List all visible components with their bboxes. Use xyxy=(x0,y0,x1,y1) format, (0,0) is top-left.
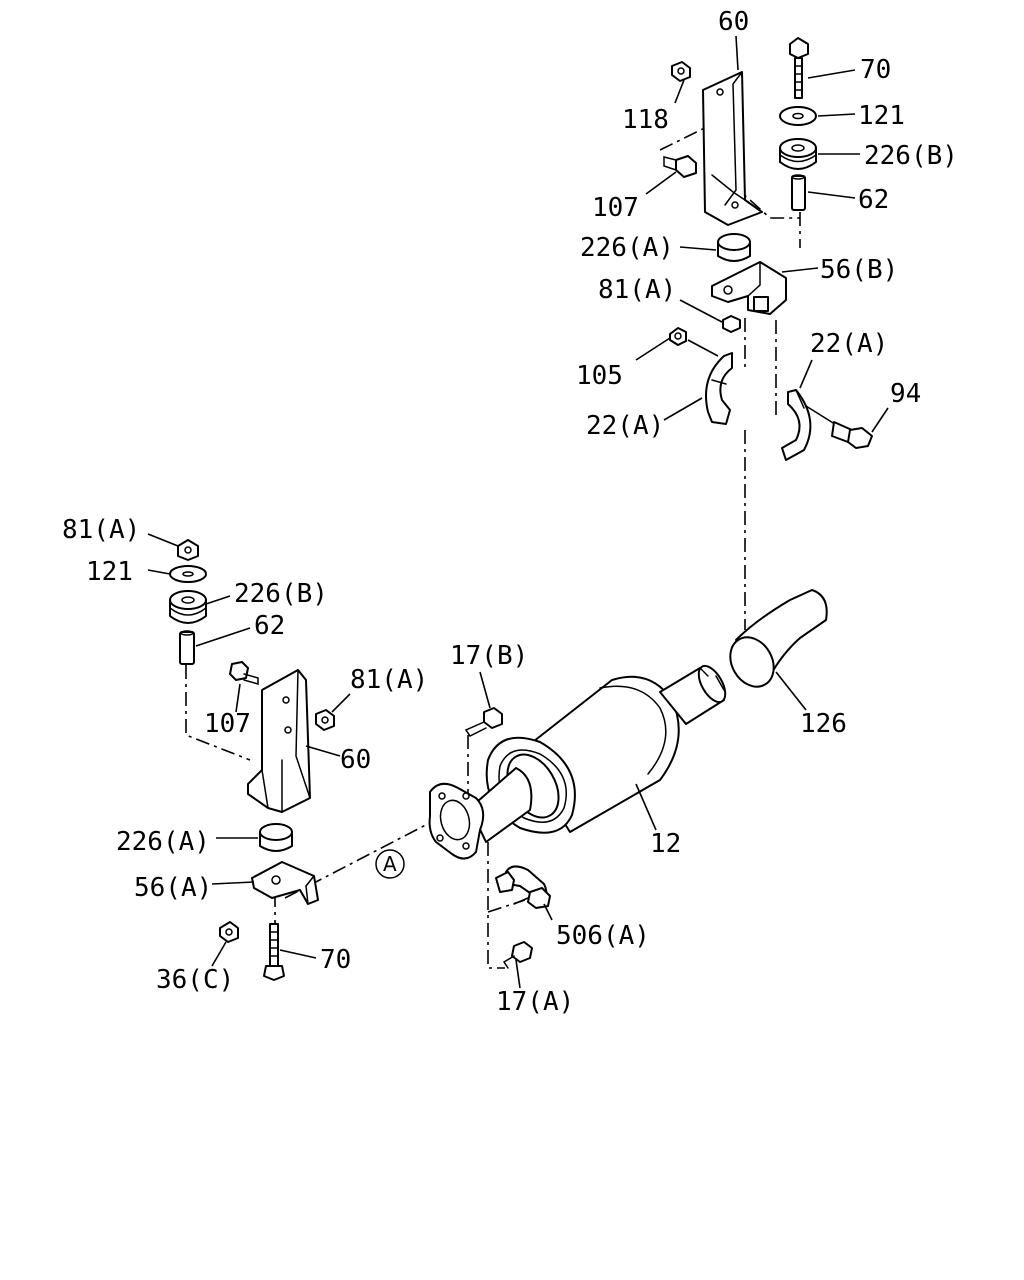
label-226a-top: 226(A) xyxy=(580,233,674,263)
bolt-17b xyxy=(464,707,503,737)
label-60-top: 60 xyxy=(718,7,749,37)
part-labels: 60 70 118 121 226(B) 107 62 226(A) 56(B)… xyxy=(62,7,958,1017)
bracket-56a xyxy=(251,861,319,905)
label-62-top: 62 xyxy=(858,185,889,215)
label-22a-left: 22(A) xyxy=(586,411,664,441)
bolt-107-top xyxy=(663,155,697,178)
label-126: 126 xyxy=(800,709,847,739)
label-70-top: 70 xyxy=(860,55,891,85)
reference-a-marker: A xyxy=(375,849,405,879)
washer-121-left xyxy=(169,565,207,583)
label-107-left: 107 xyxy=(204,709,251,739)
rubber-226a-top xyxy=(717,233,751,262)
rubber-226b-left xyxy=(169,590,207,624)
bolt-17a xyxy=(502,941,533,969)
nut-105 xyxy=(669,327,687,346)
nut-118 xyxy=(671,61,691,82)
nut-81a-left xyxy=(177,539,199,561)
label-118: 118 xyxy=(622,105,669,135)
label-506a: 506(A) xyxy=(556,921,650,951)
nut-36c xyxy=(219,921,239,943)
bracket-60-left xyxy=(247,669,311,813)
rubber-226a-left xyxy=(259,823,293,852)
label-81a-mid: 81(A) xyxy=(350,665,428,695)
label-81a-left: 81(A) xyxy=(62,515,140,545)
clamp-506a xyxy=(495,865,551,909)
rubber-226b-top xyxy=(779,138,817,170)
reference-a-text: A xyxy=(383,852,397,876)
label-94: 94 xyxy=(890,379,921,409)
label-60-left: 60 xyxy=(340,745,371,775)
bracket-60-top xyxy=(702,71,763,226)
leader-lines xyxy=(147,35,889,989)
tail-pipe-126 xyxy=(729,589,828,688)
label-226b-top: 226(B) xyxy=(864,141,958,171)
clamp-22a-right xyxy=(781,389,812,461)
label-105: 105 xyxy=(576,361,623,391)
bolt-70-top xyxy=(789,37,809,99)
label-36c: 36(C) xyxy=(156,965,234,995)
collar-62-top xyxy=(791,174,806,211)
label-226b-left: 226(B) xyxy=(234,579,328,609)
label-81a-top: 81(A) xyxy=(598,275,676,305)
bolt-70-left xyxy=(263,923,285,981)
label-70-left: 70 xyxy=(320,945,351,975)
bolt-107-left xyxy=(229,661,259,685)
washer-121-top xyxy=(779,106,817,126)
label-56a: 56(A) xyxy=(134,873,212,903)
label-62-left: 62 xyxy=(254,611,285,641)
flange xyxy=(428,782,485,860)
bracket-56b xyxy=(711,261,787,315)
nut-81a-mid xyxy=(315,709,335,731)
nut-81a-top xyxy=(722,315,741,333)
label-121-left: 121 xyxy=(86,557,133,587)
label-17a: 17(A) xyxy=(496,987,574,1017)
label-56b: 56(B) xyxy=(820,255,898,285)
clamp-22a-left xyxy=(705,352,733,425)
label-107-top: 107 xyxy=(592,193,639,223)
label-22a-right: 22(A) xyxy=(810,329,888,359)
label-12: 12 xyxy=(650,829,681,859)
collar-62-left xyxy=(179,630,195,665)
label-17b: 17(B) xyxy=(450,641,528,671)
label-226a-left: 226(A) xyxy=(116,827,210,857)
bolt-94 xyxy=(805,405,873,449)
muffler-12 xyxy=(469,664,727,843)
label-121-top: 121 xyxy=(858,101,905,131)
